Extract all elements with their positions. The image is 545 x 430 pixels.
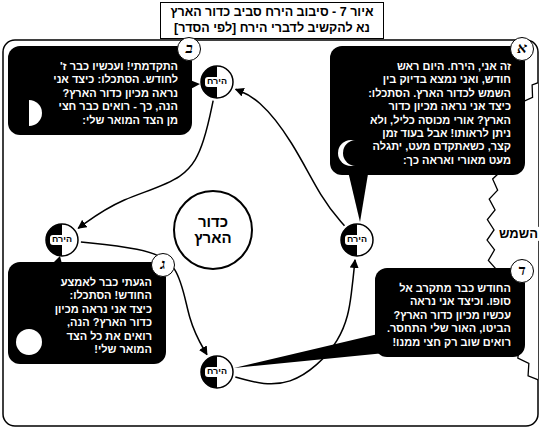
title-subtitle: נא להקשיב לדברי הירח [לפי הסדר] xyxy=(171,21,374,37)
callout-text: זה אני, הירח. היום ראש חודש, ואני נמצא ב… xyxy=(368,60,511,167)
callout-text: התקדמתי! ועכשיו כבר ז' לחודש. הסתכלו: כי… xyxy=(46,60,178,127)
earth-node: כדור הארץ xyxy=(173,190,253,270)
moon-node: הירח xyxy=(45,223,79,257)
moon-node: הירח xyxy=(200,65,234,99)
orbit-arrow xyxy=(235,260,355,384)
earth-label: כדור הארץ xyxy=(188,214,238,247)
moon-node: הירח xyxy=(200,355,234,389)
moon-label: הירח xyxy=(205,77,229,87)
moon-phase-icon xyxy=(336,137,366,169)
moon-node: הירח xyxy=(340,223,374,257)
callout-text: החודש כבר מתקרב אל סופו. וכיצד אני נראה … xyxy=(385,282,511,349)
sun-label: השמש xyxy=(498,226,539,240)
title-node: איור 7 - סיבוב הירח סביב כדור הארץנא להק… xyxy=(160,2,385,39)
callout-node: גהגעתי כבר לאמצע החודש! הסתכלו: כיצד אני… xyxy=(8,262,166,364)
callout-node: בהתקדמתי! ועכשיו כבר ז' לחודש. הסתכלו: כ… xyxy=(8,46,192,135)
frame-border xyxy=(3,40,538,426)
badge callout-letter: ג xyxy=(151,253,175,277)
callout-pointer xyxy=(234,330,395,368)
moon-label: הירח xyxy=(50,235,74,245)
moon-label: הירח xyxy=(345,235,369,245)
moon-phase-icon xyxy=(14,326,44,358)
title-heading: איור 7 - סיבוב הירח סביב כדור הארץ xyxy=(171,5,374,21)
moon-phase-icon xyxy=(14,97,44,129)
callout-node: אזה אני, הירח. היום ראש חודש, ואני נמצא … xyxy=(330,46,525,175)
badge callout-letter: א xyxy=(510,37,534,61)
orbit-arrow xyxy=(236,89,345,225)
badge callout-letter: ד xyxy=(510,259,534,283)
moon-label: הירח xyxy=(205,367,229,377)
badge callout-letter: ב xyxy=(177,37,201,61)
callout-node: דהחודש כבר מתקרב אל סופו. וכיצד אני נראה… xyxy=(375,268,525,357)
callout-text: הגעתי כבר לאמצע החודש! הסתכלו: כיצד אני … xyxy=(46,276,152,356)
